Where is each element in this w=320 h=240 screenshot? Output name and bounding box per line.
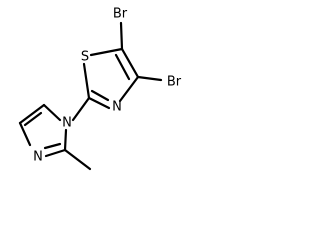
bromine-atom-right: Br [167,75,182,90]
bond-s-c5 [89,47,124,57]
sulfur-atom: S [81,50,89,65]
imidazole-n1-atom: N [62,116,72,131]
bond-c2-n-imidazole [71,96,91,122]
bond-n3-c2-double [43,142,62,150]
bond-n-c2-double [90,89,110,102]
bond-c5-br [119,21,124,51]
bond-c4-br [136,75,163,82]
bond-c2-methyl [63,148,92,171]
bond-c4-n3 [18,121,32,147]
bond-c4-n [118,75,140,103]
thiazole-nitrogen-atom: N [112,100,122,115]
bond-n1-c5 [42,103,62,122]
chemical-structure-diagram: Br Br S N N N [18,7,182,171]
bond-c2-s [82,62,91,100]
bromine-atom-top: Br [113,7,128,22]
bond-c5-c4-imidazole [18,103,46,125]
bond-n3-c2 [44,148,67,158]
bond-c2-n1 [63,128,68,152]
bond-c5-c4-imidazole-double [23,111,43,127]
bond-n-c2 [87,96,111,110]
bond-c5-c4-double [114,53,131,81]
imidazole-n3-atom: N [33,150,43,165]
bond-c5-c4 [120,47,140,79]
